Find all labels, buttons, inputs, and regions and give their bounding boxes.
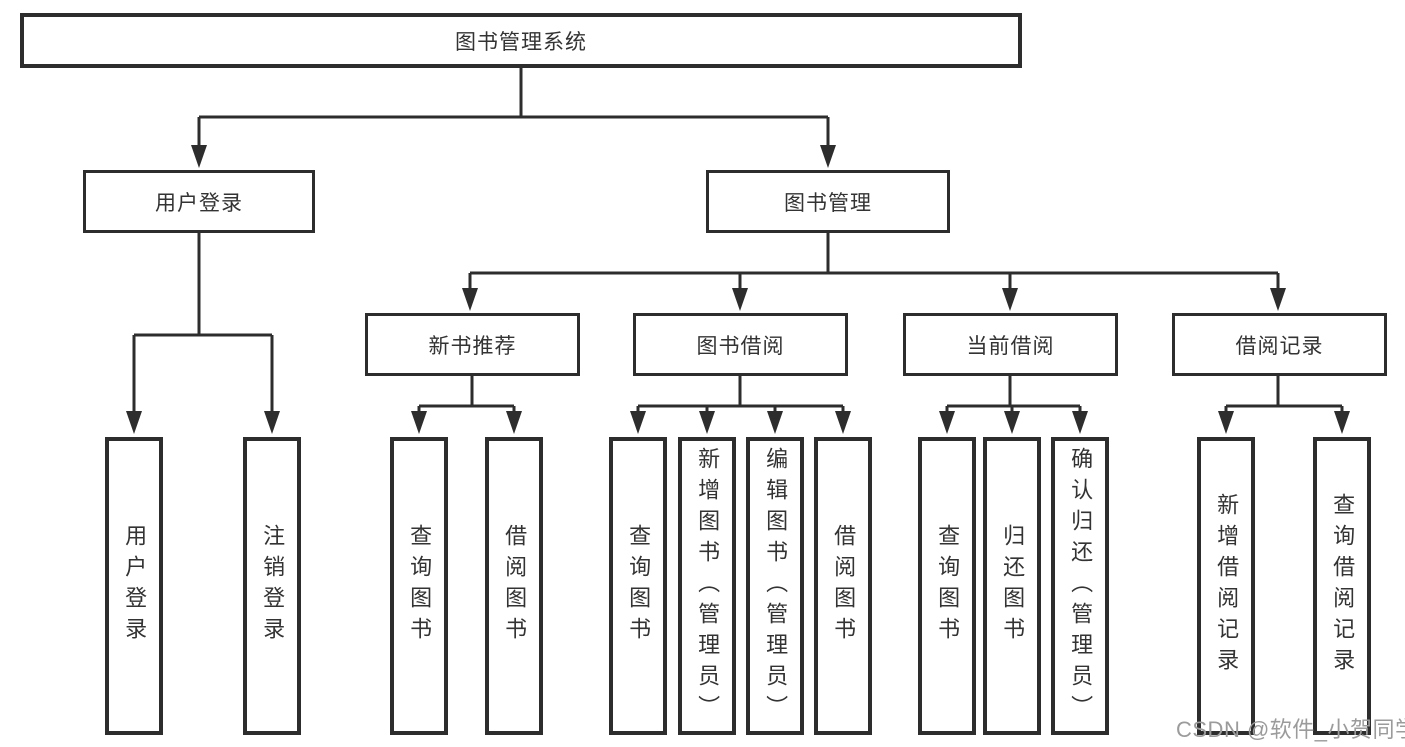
node-label: 当前借阅 bbox=[966, 334, 1055, 358]
node-label: 编辑图书（管理员） bbox=[763, 446, 789, 726]
node-book-borrowing: 图书借阅 bbox=[633, 313, 848, 376]
node-label: 图书管理系统 bbox=[455, 30, 587, 54]
node-query-borrowing-record: 查询借阅记录 bbox=[1313, 437, 1371, 735]
node-confirm-return-admin: 确认归还（管理员） bbox=[1051, 437, 1109, 735]
node-label: 用户登录 bbox=[155, 191, 243, 215]
node-label: 新书推荐 bbox=[428, 334, 517, 358]
node-borrowing-records: 借阅记录 bbox=[1172, 313, 1387, 376]
node-query-books-2: 查询图书 bbox=[609, 437, 667, 735]
node-book-management: 图书管理 bbox=[706, 170, 950, 233]
node-label: 图书管理 bbox=[784, 191, 872, 215]
node-label: 查询图书 bbox=[626, 524, 652, 648]
node-label: 归还图书 bbox=[1000, 524, 1026, 648]
node-label: 查询图书 bbox=[935, 524, 961, 648]
node-query-books-1: 查询图书 bbox=[390, 437, 448, 735]
node-label: 新增借阅记录 bbox=[1214, 493, 1240, 679]
node-label: 图书借阅 bbox=[696, 334, 785, 358]
node-edit-books-admin: 编辑图书（管理员） bbox=[746, 437, 804, 735]
node-label: 查询图书 bbox=[407, 524, 433, 648]
connector-userlogin-to-leaves bbox=[126, 233, 280, 434]
node-current-borrowing: 当前借阅 bbox=[903, 313, 1118, 376]
connector-current-to-leaves bbox=[939, 376, 1088, 434]
connector-root-to-level2 bbox=[191, 68, 836, 168]
node-user-login-leaf: 用户登录 bbox=[105, 437, 163, 735]
node-logout: 注销登录 bbox=[243, 437, 301, 735]
node-return-books: 归还图书 bbox=[983, 437, 1041, 735]
node-label: 查询借阅记录 bbox=[1330, 493, 1356, 679]
node-library-management-system: 图书管理系统 bbox=[20, 13, 1022, 68]
node-borrow-books-2: 借阅图书 bbox=[814, 437, 872, 735]
node-borrow-books-1: 借阅图书 bbox=[485, 437, 543, 735]
connector-newbook-to-leaves bbox=[411, 376, 522, 434]
node-label: 借阅记录 bbox=[1235, 334, 1324, 358]
csdn-watermark: CSDN @软件_小贺同学 bbox=[1176, 717, 1405, 742]
node-label: 新增图书（管理员） bbox=[695, 446, 721, 726]
connector-borrow-to-leaves bbox=[630, 376, 851, 434]
connector-records-to-leaves bbox=[1218, 376, 1350, 434]
node-add-borrowing-record: 新增借阅记录 bbox=[1197, 437, 1255, 735]
node-label: 借阅图书 bbox=[831, 524, 857, 648]
node-new-book-recommendation: 新书推荐 bbox=[365, 313, 580, 376]
node-label: 注销登录 bbox=[260, 524, 286, 648]
node-label: 用户登录 bbox=[122, 524, 148, 648]
node-user-login: 用户登录 bbox=[83, 170, 315, 233]
node-query-books-3: 查询图书 bbox=[918, 437, 976, 735]
node-label: 借阅图书 bbox=[502, 524, 528, 648]
node-label: 确认归还（管理员） bbox=[1068, 446, 1094, 726]
node-add-books-admin: 新增图书（管理员） bbox=[678, 437, 736, 735]
connector-bookmgmt-to-level3 bbox=[462, 233, 1286, 311]
